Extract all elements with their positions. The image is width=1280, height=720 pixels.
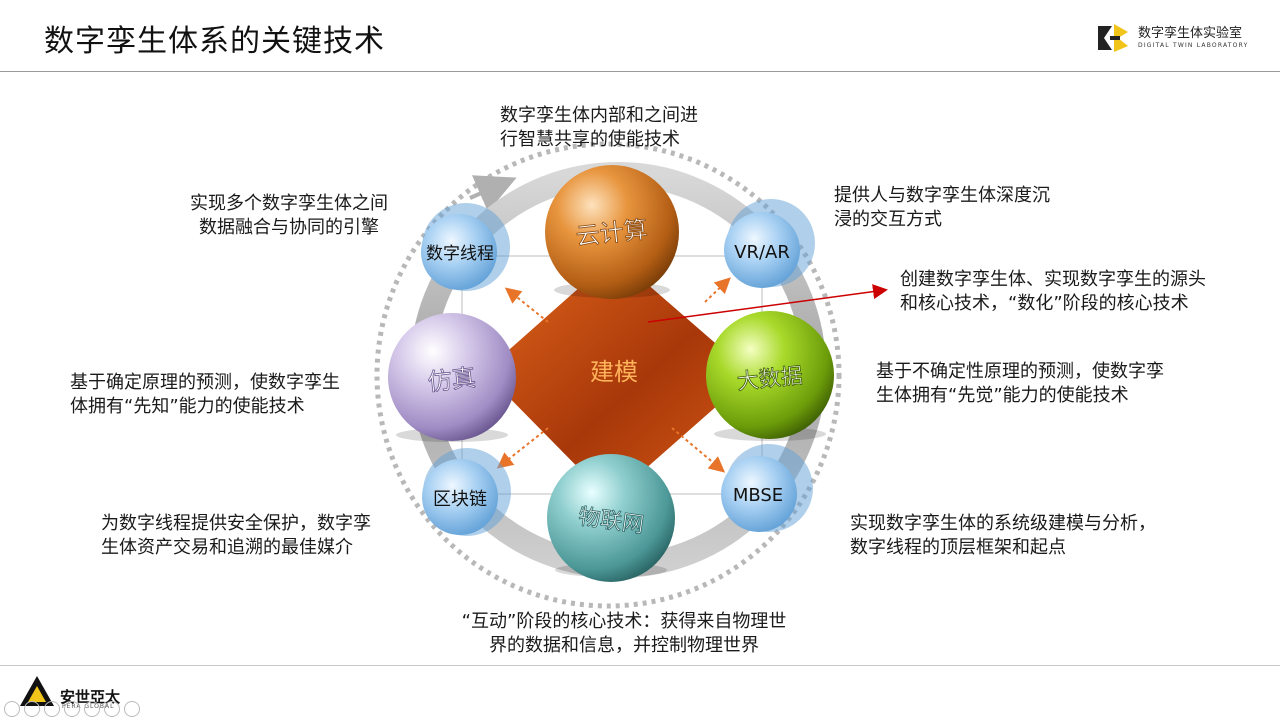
desc-simulation: 基于确定原理的预测，使数字孪生 体拥有“先知”能力的使能技术 — [70, 372, 340, 417]
nav-view-icon[interactable] — [84, 701, 100, 717]
arrow-to-vrar — [704, 277, 731, 303]
arrow-to-blockchain — [496, 427, 549, 469]
node-label-cloud: 云计算 — [574, 215, 649, 250]
node-bigdata: 大数据 — [706, 311, 834, 441]
desc-blockchain: 为数字线程提供安全保护，数字孪 生体资产交易和追溯的最佳媒介 — [101, 513, 371, 558]
company-triangle-icon — [20, 676, 54, 706]
brand-name: 数字孪生体实验室 — [1138, 26, 1243, 41]
desc-bigdata: 基于不确定性原理的预测，使数字孪 生体拥有“先觉”能力的使能技术 — [876, 361, 1164, 406]
brand-logo: 数字孪生体实验室 DIGITAL TWIN LABORATORY — [1094, 18, 1264, 58]
nav-zoom-icon[interactable] — [64, 701, 80, 717]
node-vrar: VR/AR — [724, 199, 815, 288]
brand-subtitle: DIGITAL TWIN LABORATORY — [1138, 42, 1249, 49]
desc-iot: “互动”阶段的核心技术：获得来自物理世 界的数据和信息，并控制物理世界 — [461, 611, 787, 656]
page-title: 数字孪生体系的关键技术 — [44, 24, 385, 59]
nav-more-icon[interactable] — [124, 701, 140, 717]
slide-nav-controls[interactable] — [4, 701, 140, 717]
arrow-to-mbse — [671, 427, 726, 473]
desc-digital-thread: 实现多个数字孪生体之间 数据融合与协同的引擎 — [190, 193, 388, 238]
node-mbse: MBSE — [721, 444, 813, 532]
node-label-digital-thread: 数字线程 — [426, 244, 494, 264]
footer-divider — [0, 665, 1280, 666]
orbit-arrow — [469, 175, 517, 212]
desc-mbse: 实现数字孪生体的系统级建模与分析， 数字线程的顶层框架和起点 — [850, 513, 1156, 558]
desc-vrar: 提供人与数字孪生体深度沉 浸的交互方式 — [834, 185, 1050, 230]
node-label-vrar: VR/AR — [734, 242, 790, 263]
nav-menu-icon[interactable] — [24, 701, 40, 717]
modeling-callout-arrow — [647, 284, 888, 323]
center-label: 建模 — [590, 358, 638, 386]
node-label-simulation: 仿真 — [426, 364, 477, 397]
node-simulation: 仿真 — [388, 313, 516, 442]
desc-modeling: 创建数字孪生体、实现数字孪生的源头 和核心技术，“数化”阶段的核心技术 — [900, 269, 1206, 314]
desc-cloud: 数字孪生体内部和之间进 行智慧共享的使能技术 — [500, 105, 698, 150]
node-label-blockchain: 区块链 — [433, 489, 487, 510]
node-digital-thread: 数字线程 — [421, 203, 510, 291]
node-iot: 物联网 — [547, 454, 675, 582]
node-cloud: 云计算 — [545, 165, 679, 299]
nav-next-icon[interactable] — [104, 701, 120, 717]
nav-pen-icon[interactable] — [44, 701, 60, 717]
brand-mark-icon — [1098, 24, 1128, 52]
arrow-to-digital-thread — [504, 287, 549, 323]
node-label-mbse: MBSE — [733, 485, 783, 506]
header-divider — [0, 71, 1280, 72]
node-blockchain: 区块链 — [422, 448, 511, 536]
outer-orbit — [374, 141, 842, 609]
nav-prev-icon[interactable] — [4, 701, 20, 717]
